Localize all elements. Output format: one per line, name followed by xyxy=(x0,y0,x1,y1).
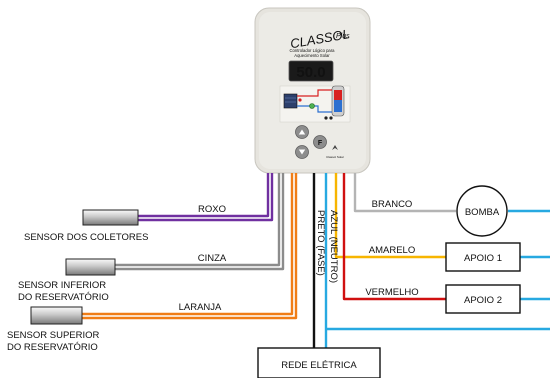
maker-label: Classol Solar xyxy=(326,155,344,159)
pump-load xyxy=(456,185,508,237)
upper-sensor-label-1: SENSOR SUPERIOR xyxy=(7,330,100,341)
white-wire-label: BRANCO xyxy=(372,199,413,210)
controller-subtitle-2: Aquecimento Solar xyxy=(294,53,330,58)
red-wire xyxy=(342,173,446,301)
orange-wire xyxy=(82,173,294,316)
purple-wire xyxy=(138,173,270,218)
gray-wire xyxy=(115,173,281,267)
collector-sensor-probe xyxy=(82,209,139,226)
wires xyxy=(82,173,550,348)
yellow-wire xyxy=(334,173,446,259)
temperature-display xyxy=(288,60,334,82)
red-wire-label: VERMELHO xyxy=(365,287,418,298)
gray-wire-label: CINZA xyxy=(198,253,227,264)
mains-label: REDE ELÉTRICA xyxy=(281,360,357,371)
purple-wire-label: ROXO xyxy=(198,204,226,215)
aux2-label: APOIO 2 xyxy=(464,295,502,306)
lower-sensor-label-1: SENSOR INFERIOR xyxy=(18,280,106,291)
upper-sensor-label-2: DO RESERVATÓRIO xyxy=(7,342,98,353)
yellow-wire-label: AMARELO xyxy=(369,245,415,256)
purple-wire-2 xyxy=(138,173,274,222)
function-button-glyph: F xyxy=(318,140,323,147)
down-arrow-icon xyxy=(298,149,306,155)
pump-indicator-icon xyxy=(309,103,315,109)
lower-sensor-label-2: DO RESERVATÓRIO xyxy=(18,292,109,303)
aux1-label: APOIO 1 xyxy=(464,253,502,264)
maker-logo-icon xyxy=(332,145,338,150)
controller: CLASSOL Plus Controlador Lógico para Aqu… xyxy=(254,7,371,174)
aux2-load xyxy=(445,284,521,314)
orange-wire-label: LARANJA xyxy=(179,302,222,313)
phase-wire-label: PRETO (FASE) xyxy=(315,210,326,276)
neutral-wire-label: AZUL (NEUTRO) xyxy=(328,210,339,283)
aux1-load xyxy=(445,242,521,272)
orange-wire-2 xyxy=(82,173,298,320)
display-value: 50.0 xyxy=(296,64,325,81)
lower-reservoir-sensor-probe xyxy=(65,258,116,276)
mains-box xyxy=(257,347,381,378)
upper-reservoir-sensor-probe xyxy=(30,306,83,325)
collector-icon xyxy=(283,93,298,109)
up-arrow-icon xyxy=(298,129,306,135)
collector-sensor-label: SENSOR DOS COLETORES xyxy=(24,232,148,243)
white-wire xyxy=(353,173,456,213)
function-button[interactable] xyxy=(313,135,327,149)
pump-label: BOMBA xyxy=(465,207,500,218)
controller-subtitle-1: Controlador Lógico para xyxy=(290,48,336,53)
gray-wire-2 xyxy=(115,173,285,271)
controller-brand-suffix: Plus xyxy=(336,33,350,40)
